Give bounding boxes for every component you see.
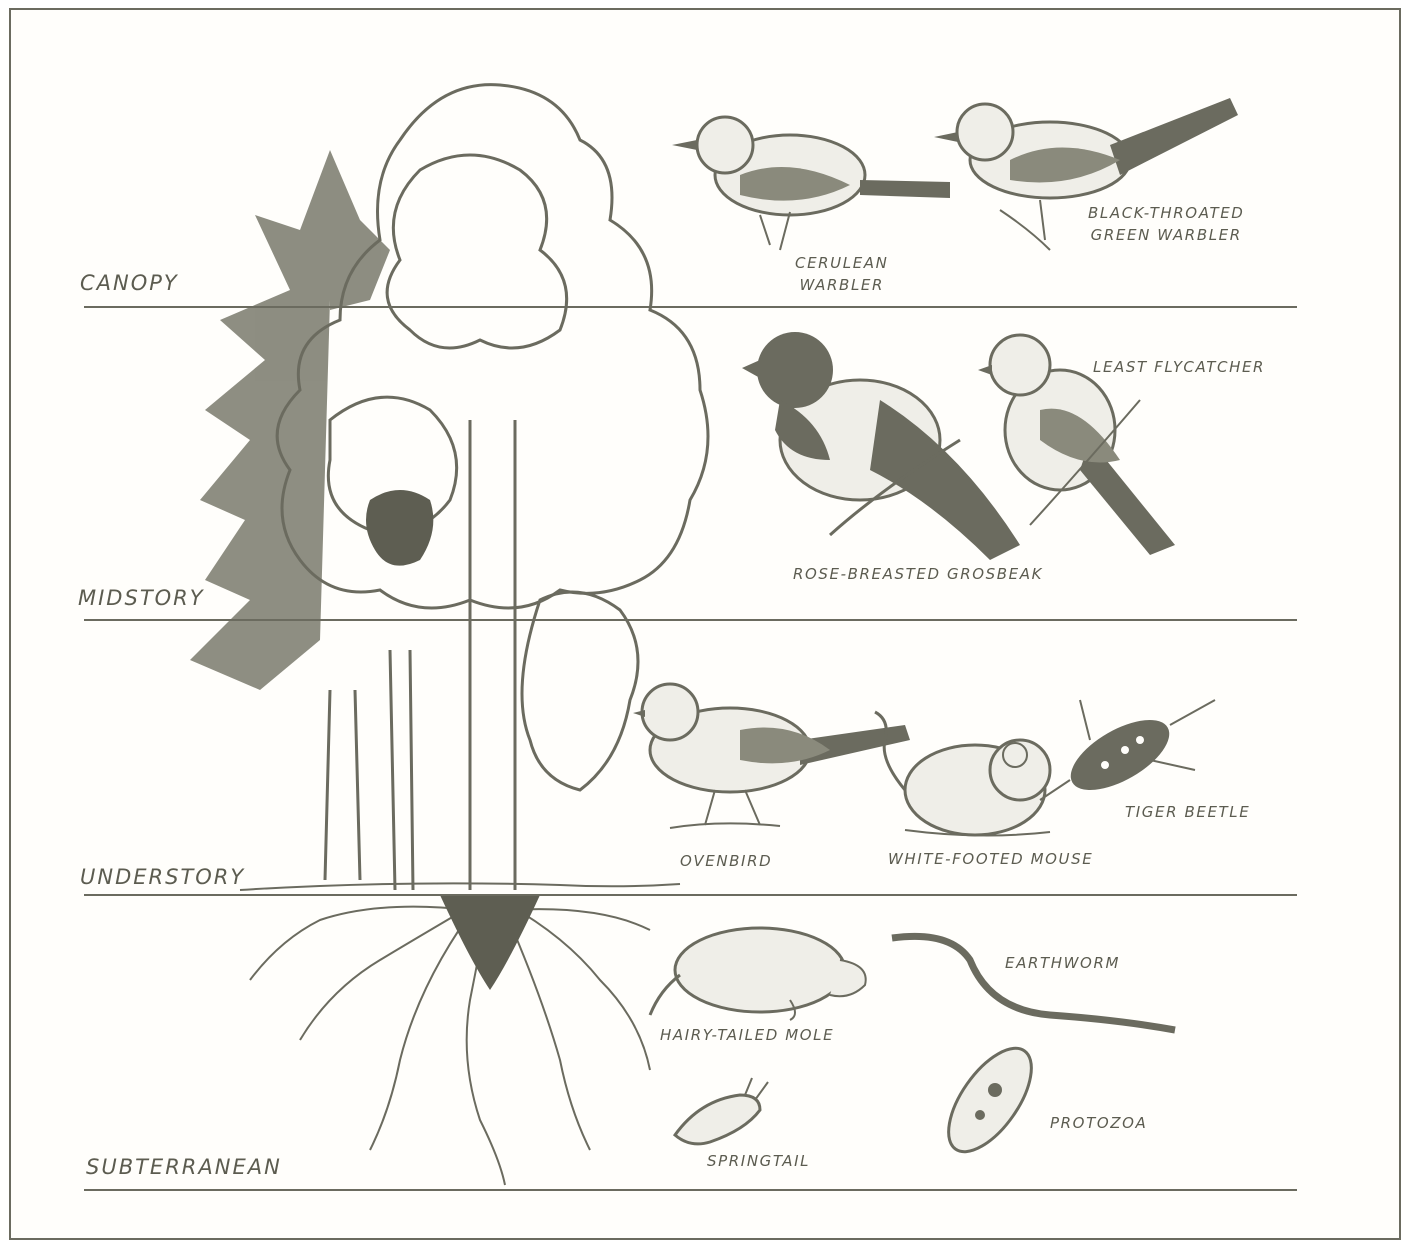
species-label-black-throated-green-warbler: BLACK-THROATED GREEN WARBLER	[1088, 202, 1244, 246]
layer-label-canopy: CANOPY	[80, 271, 179, 295]
subterranean-divider	[84, 1189, 1297, 1191]
tiger-beetle-illustration	[1040, 700, 1215, 804]
foliage-shadow	[366, 490, 433, 566]
species-label-cerulean-warbler: CERULEAN WARBLER	[795, 252, 888, 296]
conifer-tree-illustration	[190, 150, 390, 690]
species-label-hairy-tailed-mole: HAIRY-TAILED MOLE	[660, 1024, 834, 1046]
earthworm-illustration	[892, 936, 1175, 1030]
species-label-tiger-beetle: TIGER BEETLE	[1125, 801, 1250, 823]
midstory-divider	[84, 619, 1297, 621]
species-label-protozoa: PROTOZOA	[1050, 1112, 1147, 1134]
canopy-divider	[84, 306, 1297, 308]
species-label-white-footed-mouse: WHITE-FOOTED MOUSE	[888, 848, 1093, 870]
root-system-illustration	[250, 895, 650, 1185]
species-label-ovenbird: OVENBIRD	[680, 850, 772, 872]
species-label-springtail: SPRINGTAIL	[707, 1150, 810, 1172]
understory-divider	[84, 894, 1297, 896]
rose-breasted-grosbeak-illustration	[742, 332, 1020, 560]
protozoa-illustration	[933, 1035, 1048, 1165]
species-label-least-flycatcher: LEAST FLYCATCHER	[1093, 356, 1265, 378]
cerulean-warbler-illustration	[672, 117, 950, 250]
layer-label-subterranean: SUBTERRANEAN	[86, 1155, 282, 1179]
species-label-rose-breasted-grosbeak: ROSE-BREASTED GROSBEAK	[793, 563, 1043, 585]
tree-trunks	[325, 420, 515, 890]
hairy-tailed-mole-illustration	[650, 928, 866, 1020]
species-label-earthworm: EARTHWORM	[1005, 952, 1120, 974]
springtail-illustration	[675, 1078, 768, 1144]
ovenbird-illustration	[633, 684, 910, 828]
layer-label-understory: UNDERSTORY	[80, 865, 245, 889]
root-base	[440, 895, 540, 990]
layer-label-midstory: MIDSTORY	[78, 586, 205, 610]
